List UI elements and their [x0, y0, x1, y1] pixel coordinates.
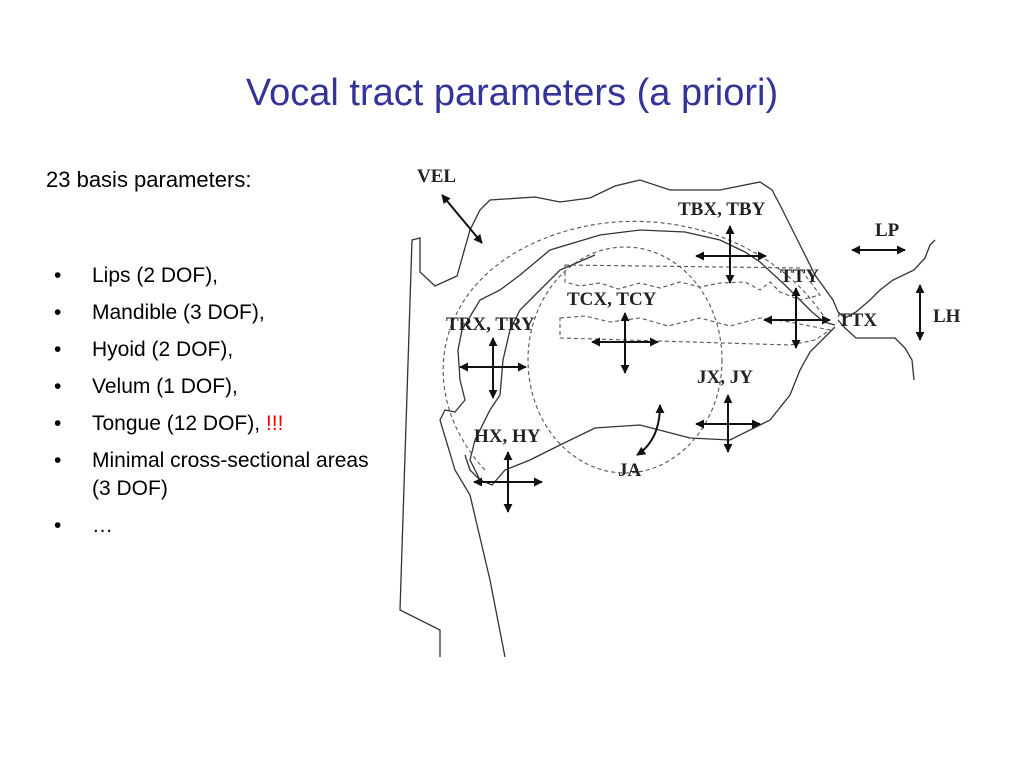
bullet-text: … — [92, 514, 113, 537]
outer-dashed-arc — [442, 220, 826, 471]
label-lh: LH — [933, 306, 961, 327]
bullet-marker: • — [54, 338, 62, 361]
bullet-item-lips: • Lips (2 DOF), — [54, 262, 374, 290]
label-tcx-tcy: TCX, TCY — [567, 289, 657, 310]
vocal-tract-diagram: VEL TBX, TBY LP TTY TCX, TCY TRX, TRY TT… — [399, 166, 961, 658]
bullet-marker: • — [54, 301, 62, 324]
bullet-text: Hyoid (2 DOF), — [92, 338, 234, 361]
bullet-marker: • — [54, 264, 62, 287]
tongue-body-circle — [527, 246, 723, 474]
bullet-item-mandible: • Mandible (3 DOF), — [54, 299, 374, 327]
bullet-list: • Lips (2 DOF), • Mandible (3 DOF), • Hyoid… — [54, 262, 374, 549]
bullet-text: Minimal cross-sectional areas (3 DOF) — [92, 449, 369, 500]
highlight-exclamation: !!! — [265, 412, 284, 435]
bullet-text: Mandible (3 DOF), — [92, 301, 265, 324]
label-ja: JA — [618, 460, 642, 481]
label-vel: VEL — [417, 166, 456, 187]
bullet-marker: • — [54, 514, 62, 537]
bullet-item-cross-sectional: • Minimal cross-sectional areas (3 DOF) — [54, 447, 374, 503]
bullet-marker: • — [54, 412, 62, 435]
label-ttx: TTX — [838, 310, 877, 331]
label-hx-hy: HX, HY — [474, 426, 541, 447]
lower-lip-chin — [837, 319, 915, 381]
bullet-item-ellipsis: •… — [54, 512, 374, 540]
label-tbx-tby: TBX, TBY — [678, 199, 766, 220]
parameter-arrows — [441, 194, 925, 513]
bullet-marker: • — [54, 449, 62, 472]
bullet-item-hyoid: • Hyoid (2 DOF), — [54, 336, 374, 364]
bullet-text: Lips (2 DOF), — [92, 264, 219, 287]
throat-line — [439, 229, 836, 658]
head-outline — [399, 179, 936, 657]
label-tty: TTY — [780, 266, 819, 287]
slide-title: Vocal tract parameters (a priori) — [245, 72, 779, 114]
slide-subtitle: 23 basis parameters: — [46, 167, 252, 192]
bullet-text: Tongue (12 DOF), — [92, 412, 266, 435]
label-jx-jy: JX, JY — [697, 367, 753, 388]
bullet-item-tongue: • Tongue (12 DOF), !!! — [54, 410, 374, 438]
bullet-text: Velum (1 DOF), — [92, 375, 238, 398]
label-lp: LP — [875, 220, 900, 241]
bullet-item-velum: • Velum (1 DOF), — [54, 373, 374, 401]
vocal-tract-outline — [399, 179, 936, 658]
parameter-labels: VEL TBX, TBY LP TTY TCX, TCY TRX, TRY TT… — [417, 166, 961, 481]
upper-band — [564, 264, 821, 301]
ja-arrow — [636, 404, 665, 456]
vel-arrow — [441, 194, 483, 244]
label-trx-try: TRX, TRY — [446, 314, 535, 335]
tongue-outline — [464, 326, 836, 486]
bullet-marker: • — [54, 375, 62, 398]
pharynx-wall — [469, 254, 596, 481]
